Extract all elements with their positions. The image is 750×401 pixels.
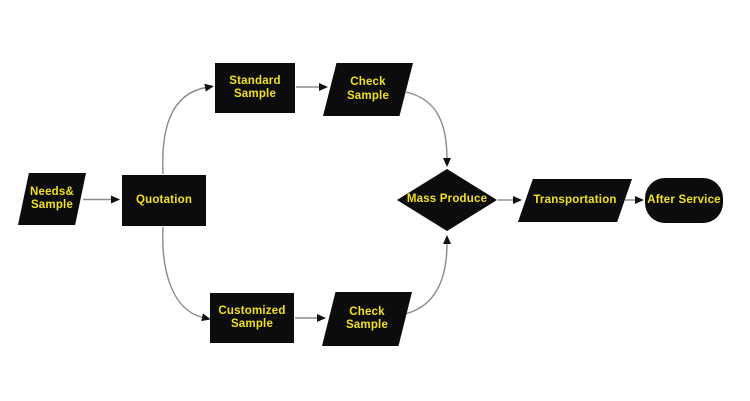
edge-check-sample-top-to-mass-produce (405, 91, 451, 167)
node-needs-sample: Needs& Sample (18, 173, 86, 225)
node-mass-produce-label: Mass Produce (406, 193, 488, 206)
node-quotation-label: Quotation (135, 193, 193, 206)
edge-quotation-to-standard-sample (162, 83, 214, 175)
node-after-service-label: After Service (647, 193, 721, 206)
node-check-sample-top-label: Check Sample (346, 76, 390, 102)
node-transportation: Transportation (518, 179, 632, 222)
node-customized-sample: Customized Sample (210, 293, 294, 343)
node-needs-sample-label: Needs& Sample (29, 185, 75, 211)
node-standard-sample-label: Standard Sample (229, 74, 281, 100)
node-after-service: After Service (645, 178, 723, 223)
node-check-sample-bottom-label: Check Sample (345, 305, 389, 331)
node-customized-sample-label: Customized Sample (218, 304, 286, 330)
node-check-sample-top: Check Sample (323, 63, 413, 116)
node-quotation: Quotation (122, 175, 206, 226)
node-standard-sample: Standard Sample (215, 63, 295, 113)
edge-quotation-to-customized-sample (162, 226, 211, 322)
node-transportation-label: Transportation (533, 193, 617, 206)
node-check-sample-bottom: Check Sample (322, 292, 412, 346)
edge-check-sample-bottom-to-mass-produce (404, 235, 451, 315)
